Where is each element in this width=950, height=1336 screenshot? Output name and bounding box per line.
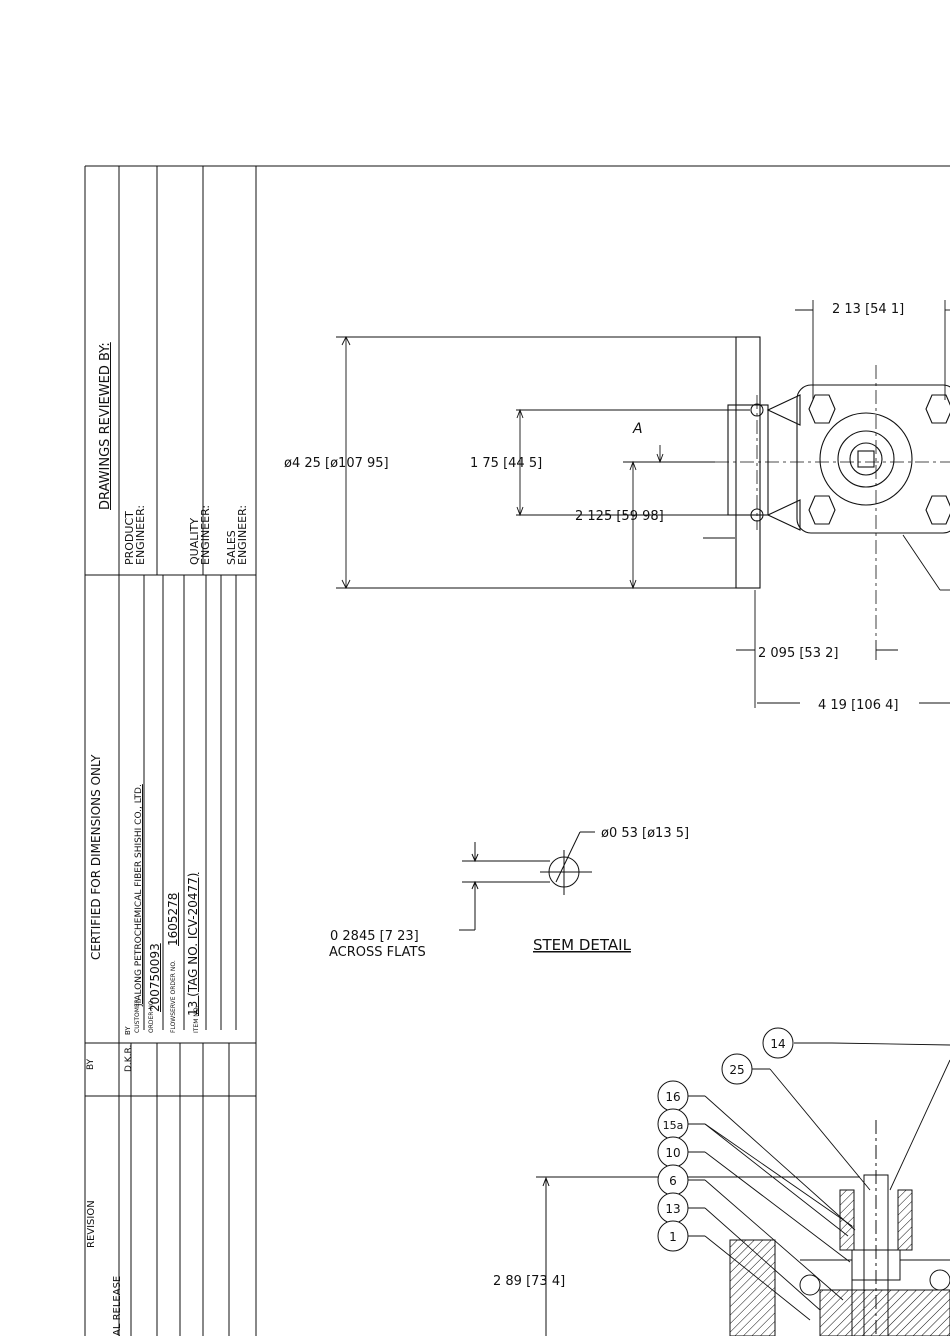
centerlines xyxy=(715,365,950,640)
svg-text:25: 25 xyxy=(729,1063,744,1077)
svg-text:1: 1 xyxy=(669,1230,677,1244)
dim-2-13: 2 13 [54 1] xyxy=(832,302,904,317)
balloon-6: 6 xyxy=(657,1164,689,1196)
svg-text:6: 6 xyxy=(669,1174,677,1188)
dim-2-095: 2 095 [53 2] xyxy=(758,646,838,661)
dimension-lines xyxy=(341,300,950,708)
stem-detail xyxy=(459,831,595,931)
svg-text:16: 16 xyxy=(665,1090,680,1104)
top-view xyxy=(336,336,950,589)
dim-across-flats: 0 2845 [7 23] xyxy=(330,929,419,944)
svg-text:15a: 15a xyxy=(663,1119,684,1132)
balloon-leaders xyxy=(688,1042,950,1321)
dim-4-25: ø4 25 [ø107 95] xyxy=(284,456,389,471)
balloon-15a: 15a xyxy=(657,1108,689,1140)
dim-1-75: 1 75 [44 5] xyxy=(470,456,542,471)
dim-4-19: 4 19 [106 4] xyxy=(818,698,898,713)
across-flats-label: ACROSS FLATS xyxy=(329,945,426,960)
section-view xyxy=(536,1120,950,1336)
title-block xyxy=(84,165,950,1336)
balloon-16: 16 xyxy=(657,1080,689,1112)
balloon-25: 25 xyxy=(721,1053,753,1085)
dim-stem-diameter: ø0 53 [ø13 5] xyxy=(601,826,689,841)
dim-2-125: 2 125 [59 98] xyxy=(575,509,664,524)
balloon-1: 1 xyxy=(657,1220,689,1252)
dim-a: A xyxy=(632,421,643,437)
balloon-10: 10 xyxy=(657,1136,689,1168)
stem-detail-title: STEM DETAIL xyxy=(533,936,632,954)
svg-text:10: 10 xyxy=(665,1146,680,1160)
svg-text:13: 13 xyxy=(665,1202,680,1216)
balloon-13: 13 xyxy=(657,1192,689,1224)
svg-text:14: 14 xyxy=(770,1037,785,1051)
dim-2-89: 2 89 [73 4] xyxy=(493,1274,565,1289)
balloon-14: 14 xyxy=(762,1027,794,1059)
